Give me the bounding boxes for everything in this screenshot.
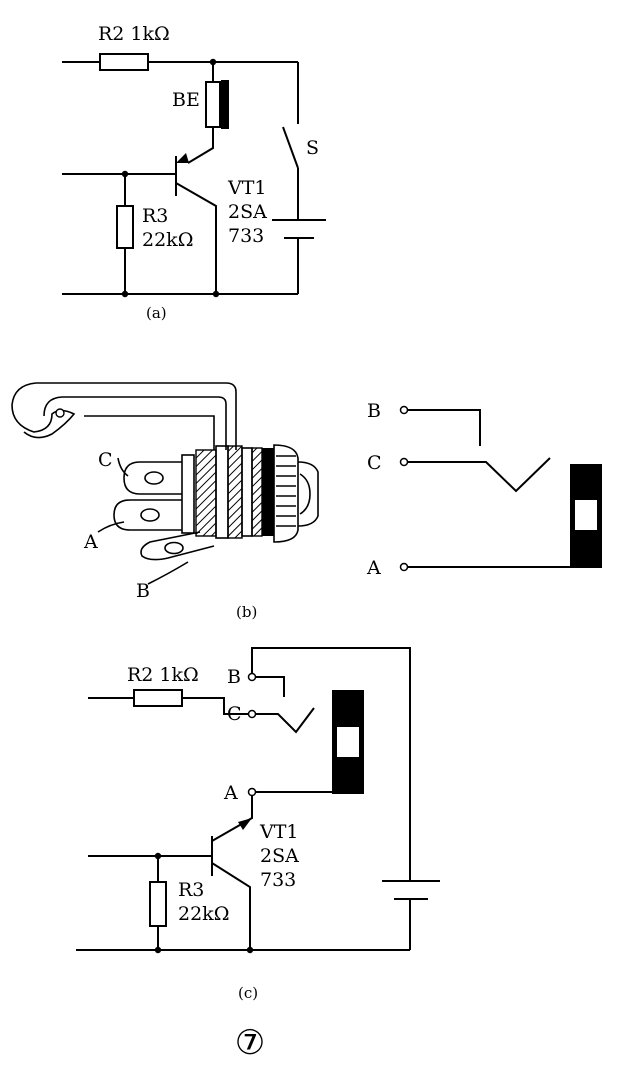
panel-a-junction: [121, 290, 129, 298]
panel-c-junction: [154, 946, 162, 954]
panel-b-contact-c: [408, 457, 551, 493]
panel-c-label-c: C: [227, 703, 242, 725]
panel-c-circuit: R2 1kΩ B C A VT1 2SA 733 R3 22kΩ (c): [76, 647, 440, 1002]
figure-number: ⑦: [235, 1023, 265, 1063]
panel-c-r2-label: R2 1kΩ: [127, 664, 199, 686]
panel-c-r3-value: 22kΩ: [178, 903, 229, 925]
panel-b-jack: C A B: [11, 382, 319, 602]
panel-c-terminal-b: [247, 672, 257, 682]
panel-c-caption: (c): [238, 984, 258, 1002]
panel-b-plug-ring: [575, 500, 597, 530]
panel-c-vt1-number: 733: [260, 869, 296, 891]
panel-b-pointer-c: [117, 457, 129, 477]
panel-c-emitter-arrow: [238, 818, 252, 830]
panel-b-bushing: [273, 444, 299, 543]
panel-a-be-label: BE: [172, 89, 200, 111]
panel-b-pointer-b: [147, 561, 189, 585]
panel-c-label-a: A: [223, 782, 238, 804]
panel-a-switch-s: [282, 126, 299, 169]
panel-b-contact-b: [408, 409, 481, 446]
panel-c-label-b: B: [227, 666, 241, 688]
panel-b-nut: [262, 448, 274, 536]
panel-b-lug-c-hole: [144, 471, 164, 485]
panel-c-r2-wire: [88, 697, 248, 715]
panel-b-insulator: [181, 454, 195, 534]
panel-c-contact-c: [255, 707, 315, 734]
panel-b-hook-hole: [55, 408, 65, 418]
panel-b-body-section: [251, 447, 263, 537]
panel-a-r2-resistor: [99, 53, 149, 71]
panel-b-lug-b-hole: [164, 541, 184, 555]
panel-c-vt1-type: 2SA: [260, 845, 299, 867]
panel-a-vt1-type: 2SA: [228, 201, 267, 223]
panel-b-caption: (b): [236, 603, 257, 621]
panel-c-r2-resistor: [133, 689, 183, 707]
panel-c-contact-b: [255, 676, 285, 697]
panel-a-emitter-arrow: [176, 153, 189, 163]
panel-b-body-section: [215, 445, 229, 539]
panel-a-circuit: R2 1kΩ BE S VT1 2SA 733 R3 22kΩ (a): [62, 23, 326, 322]
panel-a-r3-value: 22kΩ: [142, 229, 193, 251]
panel-b-lug-c: [123, 461, 182, 495]
panel-c-r3-resistor: [149, 881, 167, 927]
panel-b-lug-b: [140, 531, 215, 561]
panel-c-terminal-a: [247, 787, 257, 797]
panel-a-r3-label: R3: [142, 205, 168, 227]
panel-c-junction: [246, 946, 254, 954]
panel-b-pointer-a: [97, 521, 125, 533]
panel-a-r2-label: R2 1kΩ: [98, 23, 170, 45]
panel-b-body-section: [195, 449, 217, 537]
panel-a-caption: (a): [146, 304, 167, 322]
panel-b-lug-a: [113, 499, 182, 531]
panel-b-terminal-c: [399, 457, 409, 467]
panel-b-nose: [297, 461, 319, 527]
panel-b-nose-inner: [299, 473, 311, 515]
panel-b-body-section: [241, 447, 253, 537]
panel-a-vt1-label: VT1: [227, 177, 266, 199]
panel-b-schematic-label-a: A: [366, 557, 381, 579]
panel-c-transistor-collector: [211, 862, 251, 950]
panel-b-label-a: A: [83, 531, 98, 553]
panel-c-plug-ring: [337, 727, 359, 757]
panel-b-schematic: B C A: [366, 400, 602, 579]
panel-b-schematic-label-b: B: [367, 400, 381, 422]
panel-a-coil-wire: [187, 62, 214, 164]
panel-a-r3-resistor: [116, 205, 134, 249]
panel-b-schematic-label-c: C: [367, 452, 382, 474]
panel-c-battery-loop: [251, 647, 411, 950]
panel-b-spring-outer: [11, 382, 237, 450]
panel-a-transistor-collector: [175, 182, 217, 294]
panel-c-r3-label: R3: [178, 879, 204, 901]
panel-b-label-c: C: [98, 449, 113, 471]
panel-b-body-section: [227, 445, 243, 539]
panel-a-switch-label: S: [306, 137, 319, 159]
panel-a-junction: [212, 290, 220, 298]
panel-c-terminal-c: [247, 709, 257, 719]
panel-b-lug-a-hole: [140, 508, 160, 522]
panel-b-terminal-a: [399, 562, 409, 572]
panel-b-label-b: B: [136, 580, 150, 602]
panel-b-spring-inner: [43, 396, 227, 450]
panel-a-coil-core: [221, 80, 229, 129]
panel-b-thread: [276, 455, 296, 527]
panel-b-spring-lead: [84, 415, 215, 450]
panel-a-coil-body: [205, 81, 221, 128]
panel-c-vt1-label: VT1: [259, 821, 298, 843]
panel-a-vt1-number: 733: [228, 225, 264, 247]
panel-b-terminal-b: [399, 405, 409, 415]
